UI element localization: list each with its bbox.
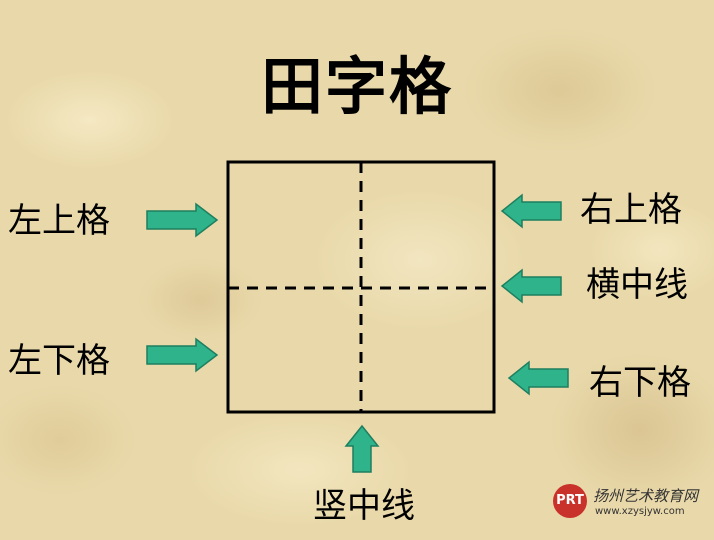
arrow-lower-left [146, 337, 219, 373]
arrow-horizontal-midline [500, 268, 562, 304]
arrow-upper-right [500, 193, 562, 229]
arrow-vertical-midline [344, 424, 380, 473]
label-upper-right: 右上格 [580, 190, 682, 230]
label-lower-right: 右下格 [589, 363, 691, 403]
label-vertical-midline: 竖中线 [313, 486, 415, 526]
logo-name: 扬州艺术教育网 [593, 487, 699, 505]
arrow-lower-right [507, 360, 569, 396]
logo-mark: PRT [553, 484, 587, 518]
label-lower-left: 左下格 [8, 341, 110, 381]
tianzige-grid [226, 160, 496, 414]
diagram-title: 田字格 [260, 50, 453, 123]
site-logo: PRT 扬州艺术教育网 www.xzysjyw.com [553, 484, 703, 524]
logo-url: www.xzysjyw.com [595, 506, 685, 517]
label-upper-left: 左上格 [8, 201, 110, 241]
arrow-upper-left [146, 202, 219, 238]
label-horizontal-midline: 横中线 [586, 265, 688, 305]
